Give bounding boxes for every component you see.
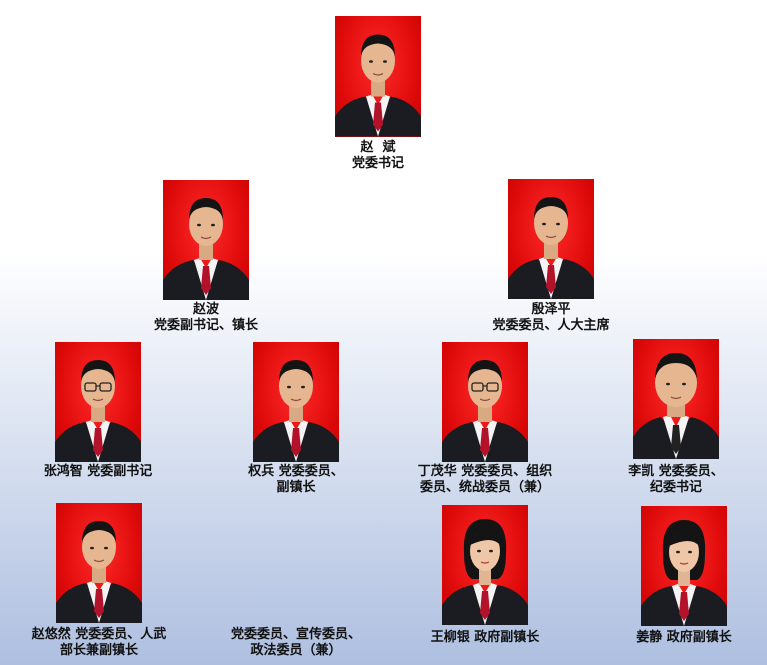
member-title-cont: 副镇长 bbox=[276, 480, 316, 495]
member-caption: 赵悠然 党委委员、人武 bbox=[14, 627, 184, 643]
member-caption: 李凯 党委委员、 bbox=[606, 464, 746, 480]
portrait-man-icon bbox=[508, 179, 594, 299]
member-name: 赵悠然 bbox=[31, 627, 71, 642]
portrait-photo bbox=[508, 179, 594, 299]
portrait-photo bbox=[641, 506, 727, 626]
member-caption: 王柳银 政府副镇长 bbox=[410, 630, 560, 646]
member-title: 党委委员、 bbox=[658, 464, 724, 479]
member-caption: 权兵 党委委员、 bbox=[226, 464, 366, 480]
member-title-cont: 部长兼副镇长 bbox=[59, 643, 138, 658]
member-title: 政府副镇长 bbox=[666, 630, 732, 645]
portrait-photo bbox=[335, 16, 421, 137]
portrait-man-round-icon bbox=[633, 339, 719, 459]
portrait-woman-icon bbox=[442, 505, 528, 625]
member-title: 党委委员、组织 bbox=[461, 464, 553, 479]
member-title: 党委副书记、镇长 bbox=[153, 318, 258, 333]
member-caption: 张鸿智 党委副书记 bbox=[20, 464, 176, 480]
portrait-man-glasses-icon bbox=[442, 342, 528, 462]
member-title: 党委委员、宣传委员、 bbox=[230, 627, 361, 642]
member-title: 党委书记 bbox=[351, 156, 404, 171]
member-name: 赵波 bbox=[192, 302, 219, 317]
member-name: 李凯 bbox=[628, 464, 655, 479]
member-title: 党委委员、人武 bbox=[75, 627, 167, 642]
portrait-man-icon bbox=[335, 16, 421, 137]
member-name: 姜静 bbox=[636, 630, 663, 645]
member-title-cont: 委员、统战委员（兼） bbox=[419, 480, 550, 495]
member-caption: 丁茂华 党委委员、组织 bbox=[400, 464, 570, 480]
portrait-photo bbox=[163, 180, 249, 300]
member-title: 政府副镇长 bbox=[474, 630, 540, 645]
member-title-cont: 纪委书记 bbox=[649, 480, 702, 495]
member-name: 丁茂华 bbox=[417, 464, 457, 479]
member-name: 张鸿智 bbox=[43, 464, 83, 479]
member-name: 殷泽平 bbox=[531, 302, 571, 317]
member-title: 党委委员、 bbox=[278, 464, 344, 479]
portrait-man-icon bbox=[56, 503, 142, 623]
portrait-photo bbox=[633, 339, 719, 459]
portrait-woman-icon bbox=[641, 506, 727, 626]
member-title: 党委副书记 bbox=[87, 464, 153, 479]
portrait-photo bbox=[442, 342, 528, 462]
member-name: 赵 斌 bbox=[360, 140, 396, 155]
portrait-photo bbox=[56, 503, 142, 623]
member-name: 权兵 bbox=[248, 464, 275, 479]
member-title-cont: 政法委员（兼） bbox=[250, 643, 342, 658]
portrait-photo bbox=[253, 342, 339, 462]
portrait-man-glasses-icon bbox=[55, 342, 141, 462]
portrait-man-icon bbox=[253, 342, 339, 462]
member-title: 党委委员、人大主席 bbox=[492, 318, 610, 333]
portrait-photo bbox=[55, 342, 141, 462]
portrait-photo bbox=[442, 505, 528, 625]
member-name: 王柳银 bbox=[430, 630, 470, 645]
portrait-man-icon bbox=[163, 180, 249, 300]
member-caption: 姜静 政府副镇长 bbox=[612, 630, 756, 646]
